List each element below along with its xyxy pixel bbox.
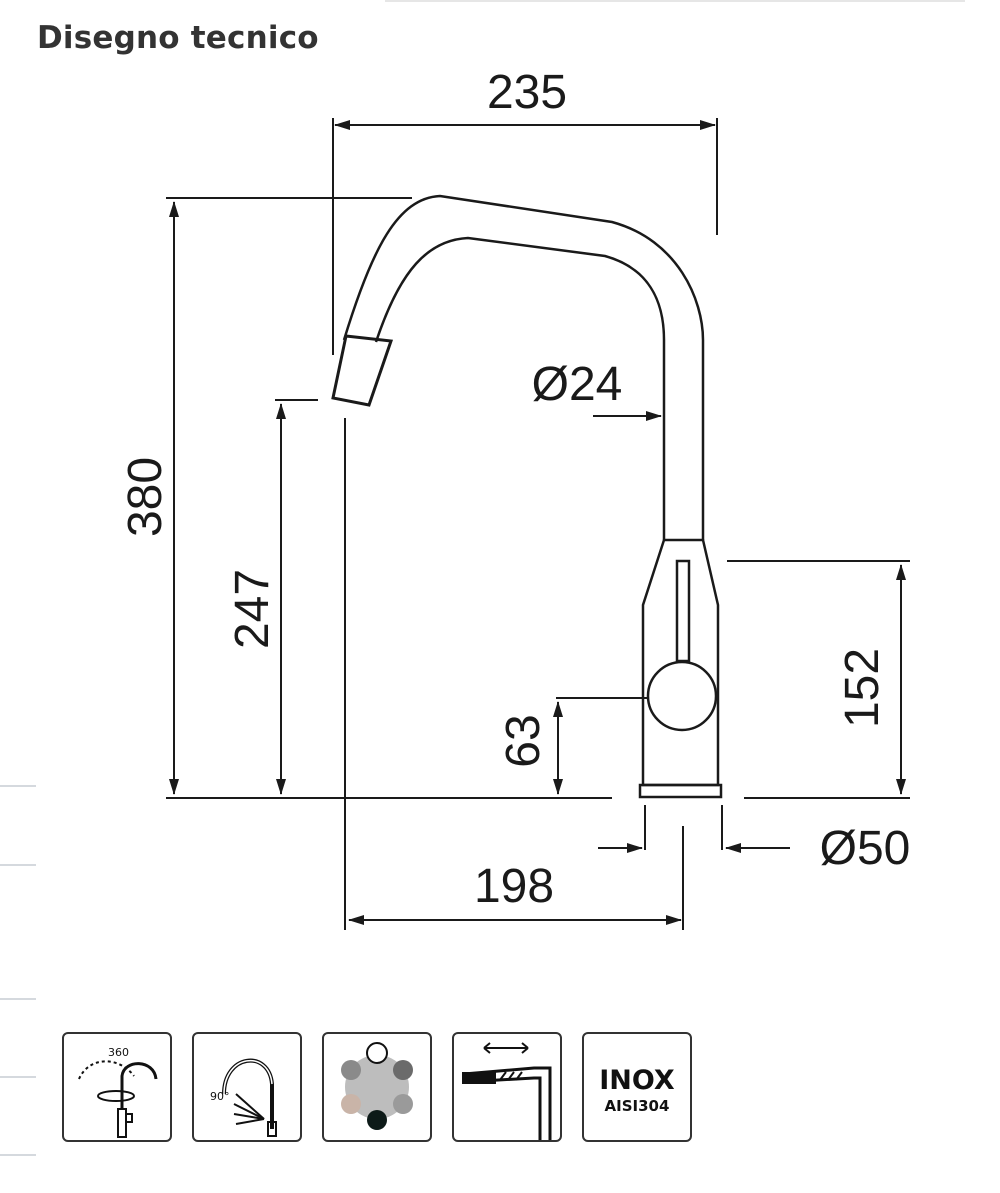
svg-text:360: 360: [108, 1046, 129, 1059]
faucet-outline: [331, 194, 723, 799]
sidebar-tick: [0, 864, 36, 866]
pull-out-90-icon: 90°: [192, 1032, 302, 1142]
dim-body-height: 152: [836, 648, 889, 728]
dim-width-total: 235: [487, 66, 567, 119]
top-divider: [385, 0, 965, 2]
dim-base-diameter: Ø50: [820, 822, 911, 875]
dim-reach: 198: [474, 860, 554, 913]
extension-lines: [166, 118, 910, 930]
svg-text:INOX: INOX: [599, 1065, 675, 1096]
color-options-icon: [322, 1032, 432, 1142]
sidebar-tick: [0, 785, 36, 787]
sidebar-tick: [0, 1076, 36, 1078]
dim-spout-height: 247: [226, 569, 279, 649]
dim-spout-diameter: Ø24: [532, 358, 623, 411]
dim-handle-height: 63: [497, 714, 550, 767]
sidebar-tick: [0, 998, 36, 1000]
adjustable-spout-icon: [452, 1032, 562, 1142]
technical-drawing: 235 Ø24 Ø50 198 380 247 63 152: [119, 66, 911, 930]
svg-text:AISI304: AISI304: [605, 1097, 670, 1115]
dim-height-total: 380: [119, 457, 172, 537]
svg-text:90°: 90°: [210, 1090, 230, 1103]
dimension-lines: [169, 120, 906, 925]
stainless-steel-icon: INOX AISI304: [582, 1032, 692, 1142]
page-title: Disegno tecnico: [37, 20, 319, 56]
sidebar-tick: [0, 1154, 36, 1156]
swivel-360-icon: 360: [62, 1032, 172, 1142]
